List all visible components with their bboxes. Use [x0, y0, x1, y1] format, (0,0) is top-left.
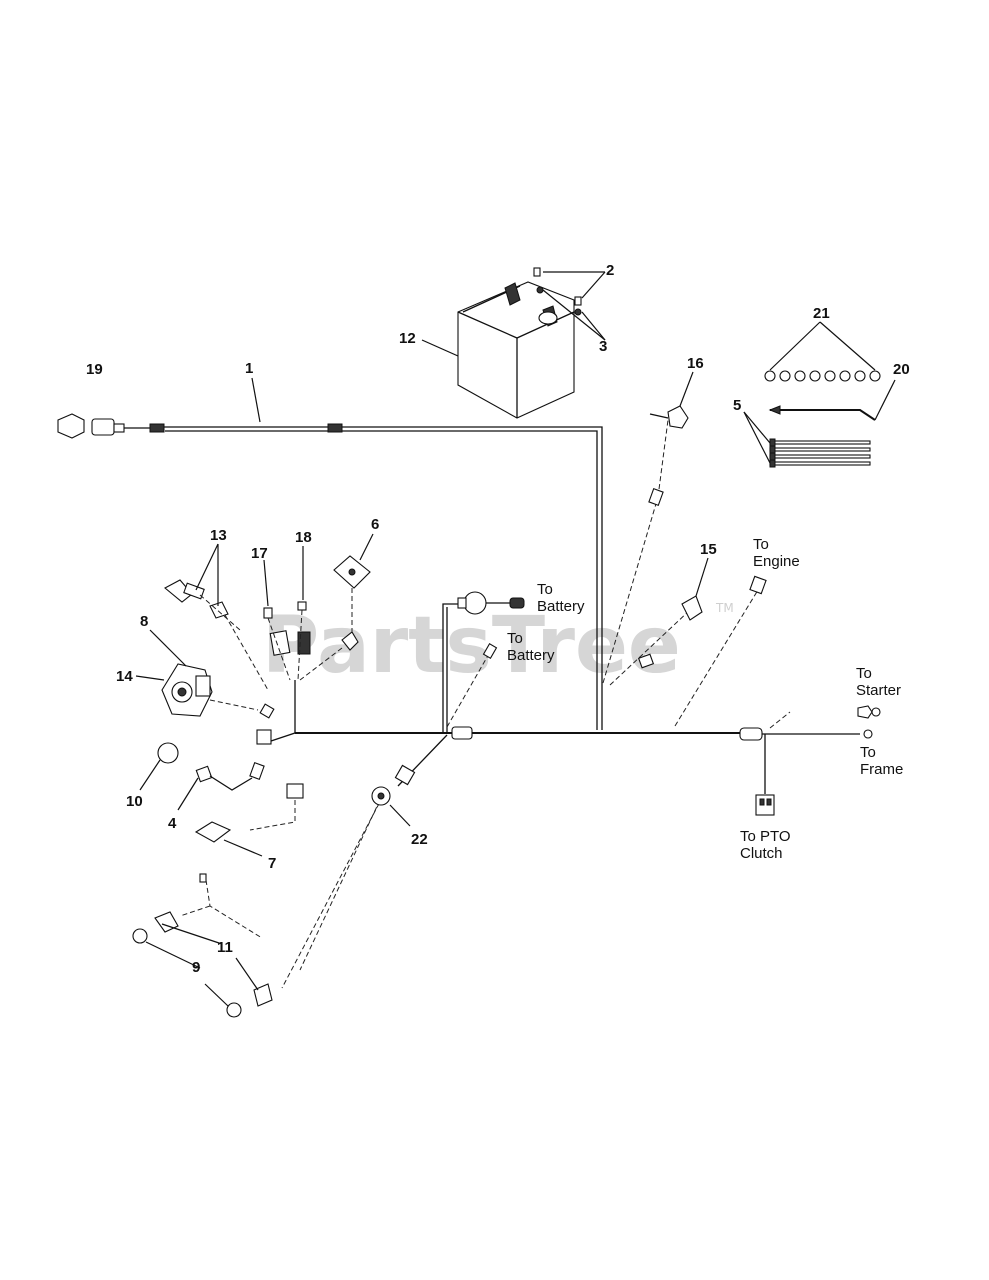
label-to-battery-2-line1: To [507, 630, 523, 647]
callout-6: 6 [371, 516, 379, 533]
main-harness [160, 419, 860, 989]
clips-21 [764, 370, 881, 382]
callout-2: 2 [606, 262, 614, 279]
connector-7 [194, 783, 304, 843]
callout-11: 11 [217, 939, 233, 956]
switches-13 [164, 579, 269, 691]
callout-10: 10 [126, 793, 143, 810]
callout-8: 8 [140, 613, 148, 630]
relay-6 [299, 555, 371, 681]
engine-connector [749, 575, 767, 595]
ignition-switch [149, 629, 213, 717]
callout-5: 5 [733, 397, 741, 414]
lamp-socket-4 [157, 742, 265, 791]
label-to-battery-1-line2: Battery [537, 598, 585, 615]
cable-ties-5 [769, 438, 871, 468]
destination-labels: To Battery To Battery To Engine To Start… [507, 536, 903, 862]
fuse-holders [263, 601, 311, 681]
callout-19: 19 [86, 361, 103, 378]
pto-connector [755, 794, 775, 816]
label-to-starter-line1: To [856, 665, 872, 682]
callout-4: 4 [168, 815, 177, 832]
callout-21: 21 [813, 305, 830, 322]
label-to-engine-line1: To [753, 536, 769, 553]
watermark-text: PartsTree [262, 601, 681, 691]
callout-7: 7 [268, 855, 276, 872]
battery-cable-2 [482, 643, 498, 659]
connector-15 [637, 595, 703, 669]
callout-22: 22 [411, 831, 428, 848]
battery-cable-1 [457, 591, 525, 615]
callout-14: 14 [116, 668, 133, 685]
callout-16: 16 [687, 355, 704, 372]
watermark-trademark: TM [715, 601, 734, 615]
callout-17: 17 [251, 545, 268, 562]
battery-hardware [533, 267, 606, 341]
callout-9: 9 [192, 959, 200, 976]
label-to-pto-line2: Clutch [740, 845, 783, 862]
harness-plug-left [209, 699, 275, 745]
callout-15: 15 [700, 541, 717, 558]
label-to-battery-1-line1: To [537, 581, 553, 598]
label-to-battery-2-line2: Battery [507, 647, 555, 664]
watermark: PartsTree TM [262, 601, 734, 691]
label-to-pto-line1: To PTO [740, 828, 791, 845]
clips-and-ties [743, 321, 896, 468]
label-to-frame-line1: To [860, 744, 876, 761]
callout-1: 1 [245, 360, 253, 377]
terminals-starter-frame [857, 705, 881, 739]
harness-end-connector [57, 413, 343, 439]
label-to-frame-line2: Frame [860, 761, 903, 778]
callout-leaders [135, 339, 709, 857]
callout-3: 3 [599, 338, 607, 355]
label-to-engine-line2: Engine [753, 553, 800, 570]
callout-numbers: 1 2 3 4 5 6 7 8 9 10 11 12 13 14 15 16 1… [86, 262, 910, 976]
callout-20: 20 [893, 361, 910, 378]
headlights [132, 873, 273, 1018]
battery [457, 281, 575, 419]
callout-13: 13 [210, 527, 227, 544]
grommet-22 [371, 764, 416, 806]
callout-18: 18 [295, 529, 312, 546]
callout-12: 12 [399, 330, 416, 347]
connector-16 [648, 405, 689, 506]
label-to-starter-line2: Starter [856, 682, 901, 699]
